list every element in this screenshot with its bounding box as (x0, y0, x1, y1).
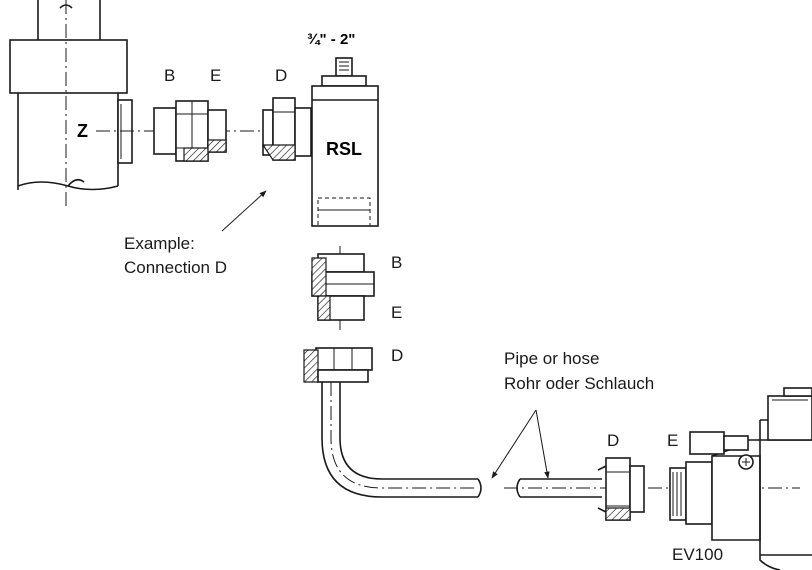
label-b-top: B (164, 66, 175, 85)
label-e-top: E (210, 66, 221, 85)
label-d-right: D (607, 431, 619, 450)
label-d-top: D (275, 66, 287, 85)
ev100-valve (669, 387, 812, 570)
example-label-line2: Connection D (124, 258, 227, 277)
fitting-d-top (261, 97, 312, 161)
elbow-pipe (321, 382, 482, 498)
example-label-line1: Example: (124, 234, 195, 253)
diagram-labels: ¾" - 2" B E D Z RSL Example: Connection … (77, 31, 723, 564)
vertical-pipe-tee (9, 0, 300, 210)
label-z: Z (77, 121, 88, 141)
label-ev100: EV100 (672, 545, 723, 564)
pipe-label-line1: Pipe or hose (504, 349, 599, 368)
size-range-label: ¾" - 2" (307, 31, 355, 48)
fitting-be-middle (311, 246, 375, 330)
label-e-middle: E (391, 303, 402, 322)
label-d-middle: D (391, 346, 403, 365)
fitting-d-right (597, 457, 645, 521)
rsl-body (311, 57, 379, 227)
label-rsl: RSL (326, 139, 362, 159)
label-b-middle: B (391, 253, 402, 272)
annotation-arrows (221, 190, 550, 479)
label-e-right: E (667, 431, 678, 450)
fitting-d-middle (303, 347, 373, 383)
fitting-be-top (153, 100, 227, 162)
pipe-label-line2: Rohr oder Schlauch (504, 374, 654, 393)
